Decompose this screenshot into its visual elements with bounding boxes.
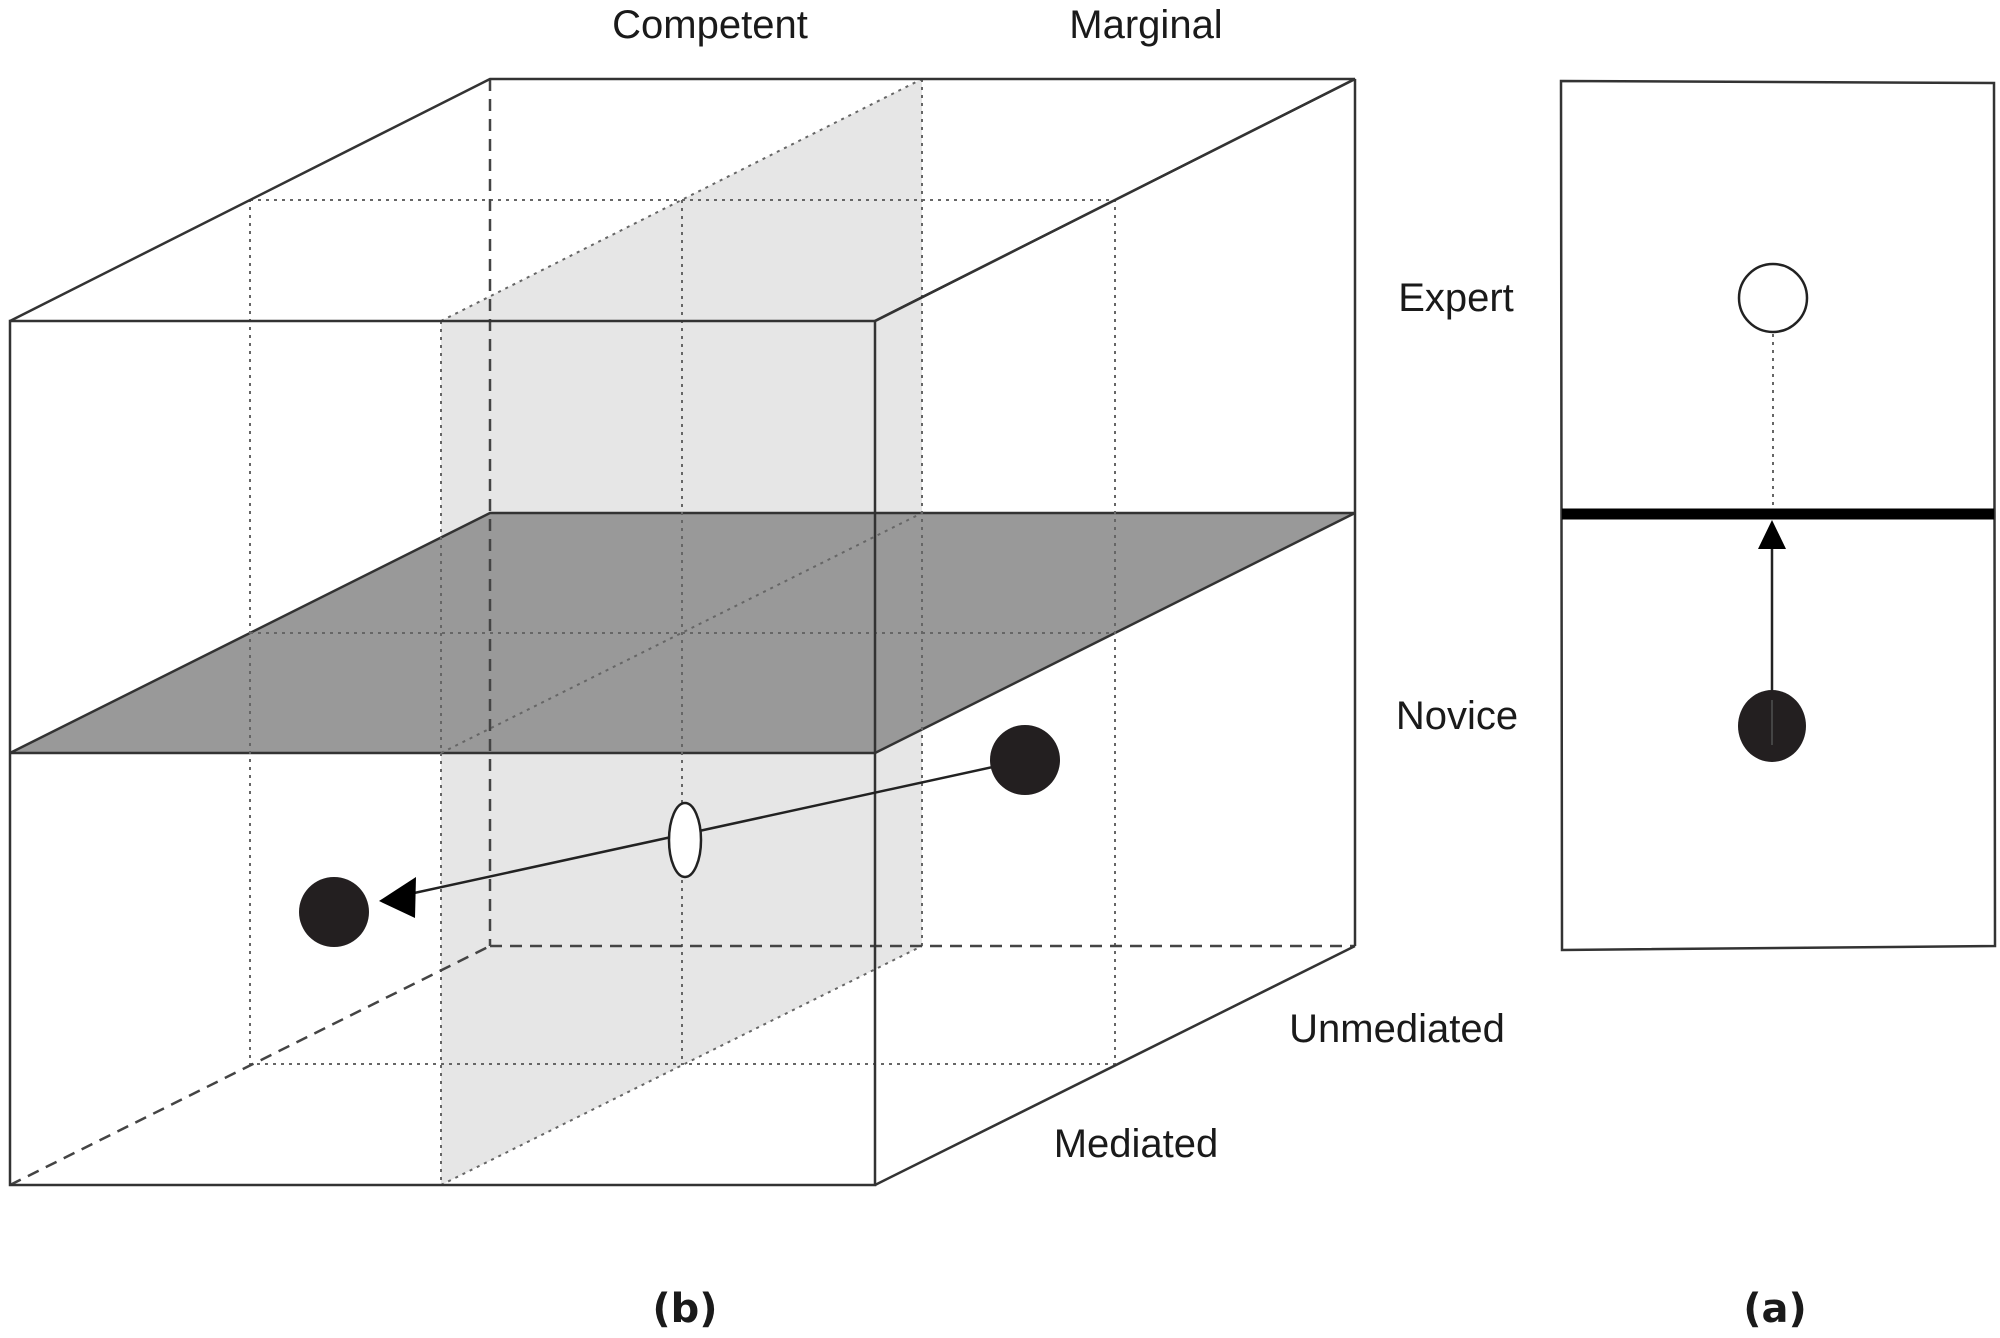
competence-plane-edge xyxy=(440,78,923,322)
trajectory-arrow-line xyxy=(404,758,1026,897)
label-mediated: Mediated xyxy=(1054,1122,1219,1166)
panel-b-cube: Competent Marginal Unmediated Mediated (… xyxy=(8,3,1505,1332)
start-state-dot xyxy=(990,725,1060,795)
caption-b: (b) xyxy=(652,1286,717,1332)
label-marginal: Marginal xyxy=(1069,3,1222,47)
label-novice: Novice xyxy=(1396,694,1518,738)
panel-a-scale: Expert Novice (a) xyxy=(1396,79,1997,1332)
expert-state-circle xyxy=(1737,262,1809,334)
label-expert: Expert xyxy=(1398,276,1514,320)
competence-plane-edge xyxy=(440,945,923,1186)
cube-right-edge xyxy=(874,77,1356,323)
progress-arrowhead xyxy=(1758,520,1786,549)
cube-front-face xyxy=(8,319,877,1187)
intersection-marker xyxy=(667,801,703,879)
label-competent: Competent xyxy=(612,3,808,47)
trajectory-arrowhead xyxy=(379,877,416,918)
threshold-plane-diagonal xyxy=(440,512,923,754)
caption-a: (a) xyxy=(1743,1286,1807,1332)
cube-right-edge xyxy=(874,944,1356,1187)
hidden-edge xyxy=(9,944,491,1187)
panel-a-frame xyxy=(1559,79,1997,952)
label-unmediated: Unmediated xyxy=(1289,1007,1505,1051)
end-state-dot xyxy=(299,877,369,947)
